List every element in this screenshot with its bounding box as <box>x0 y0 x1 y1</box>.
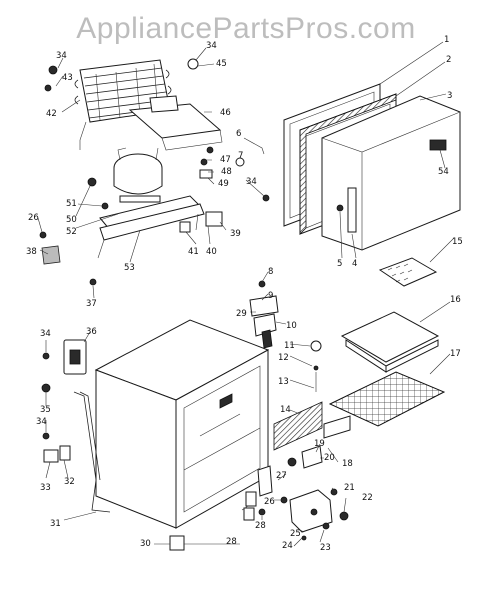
callout-26: 26 <box>264 497 275 507</box>
callout-3: 3 <box>447 91 452 101</box>
callout-26: 26 <box>28 213 39 223</box>
callout-29: 29 <box>236 309 247 319</box>
callout-8: 8 <box>268 267 273 277</box>
compressor-bracket <box>128 95 223 151</box>
callout-21: 21 <box>344 483 355 493</box>
callout-47: 47 <box>220 155 231 165</box>
callout-39: 39 <box>230 229 241 239</box>
callout-27: 27 <box>276 471 287 481</box>
cabinet <box>94 319 270 529</box>
callout-22: 22 <box>362 493 373 503</box>
callout-40: 40 <box>206 247 217 257</box>
callout-11: 11 <box>284 341 295 351</box>
callout-53: 53 <box>124 263 135 273</box>
leader-lines <box>37 41 455 547</box>
callout-6: 6 <box>236 129 241 139</box>
callout-20: 20 <box>324 453 335 463</box>
callout-1: 1 <box>444 35 449 45</box>
callout-15: 15 <box>452 237 463 247</box>
electrical-parts <box>41 339 111 513</box>
callout-46: 46 <box>220 108 231 118</box>
callout-51: 51 <box>66 199 77 209</box>
callout-38: 38 <box>26 247 37 257</box>
callout-34: 34 <box>56 51 67 61</box>
callout-31: 31 <box>50 519 61 529</box>
small-hardware-top <box>39 58 270 286</box>
callout-49: 49 <box>218 179 229 189</box>
callout-32: 32 <box>64 477 75 487</box>
callout-25: 25 <box>290 529 301 539</box>
callout-17: 17 <box>450 349 461 359</box>
callout-18: 18 <box>342 459 353 469</box>
callout-12: 12 <box>278 353 289 363</box>
callout-30: 30 <box>140 539 151 549</box>
callout-33: 33 <box>40 483 51 493</box>
callout-43: 43 <box>62 73 73 83</box>
callout-10: 10 <box>286 321 297 331</box>
door-assembly <box>283 83 461 251</box>
callout-45: 45 <box>216 59 227 69</box>
callout-54: 54 <box>438 167 449 177</box>
callout-28: 28 <box>226 537 237 547</box>
callout-36: 36 <box>86 327 97 337</box>
callout-19: 19 <box>314 439 325 449</box>
callout-24: 24 <box>282 541 293 551</box>
callout-35: 35 <box>40 405 51 415</box>
callout-5: 5 <box>337 259 342 269</box>
callout-13: 13 <box>278 377 289 387</box>
drip-tray <box>340 311 440 373</box>
callout-28: 28 <box>255 521 266 531</box>
callout-9: 9 <box>268 291 273 301</box>
callout-14: 14 <box>280 405 291 415</box>
compressor <box>113 147 163 203</box>
callout-50: 50 <box>66 215 77 225</box>
callout-41: 41 <box>188 247 199 257</box>
callout-labels: 1 2 3 54 34 43 34 45 42 46 6 7 47 48 49 … <box>26 35 463 553</box>
callout-4: 4 <box>352 259 357 269</box>
ice-tray <box>378 257 438 287</box>
watermark-text: AppliancePartsPros.com <box>76 12 415 45</box>
callout-34: 34 <box>40 329 51 339</box>
wire-shelf <box>328 371 446 427</box>
callout-42: 42 <box>46 109 57 119</box>
callout-2: 2 <box>446 55 451 65</box>
callout-16: 16 <box>450 295 461 305</box>
callout-37: 37 <box>86 299 97 309</box>
callout-48: 48 <box>221 167 232 177</box>
callout-52: 52 <box>66 227 77 237</box>
callout-34: 34 <box>246 177 257 187</box>
callout-34: 34 <box>36 417 47 427</box>
callout-7: 7 <box>238 151 243 161</box>
base-rail <box>97 195 205 259</box>
callout-23: 23 <box>320 543 331 553</box>
callout-34: 34 <box>206 41 217 51</box>
